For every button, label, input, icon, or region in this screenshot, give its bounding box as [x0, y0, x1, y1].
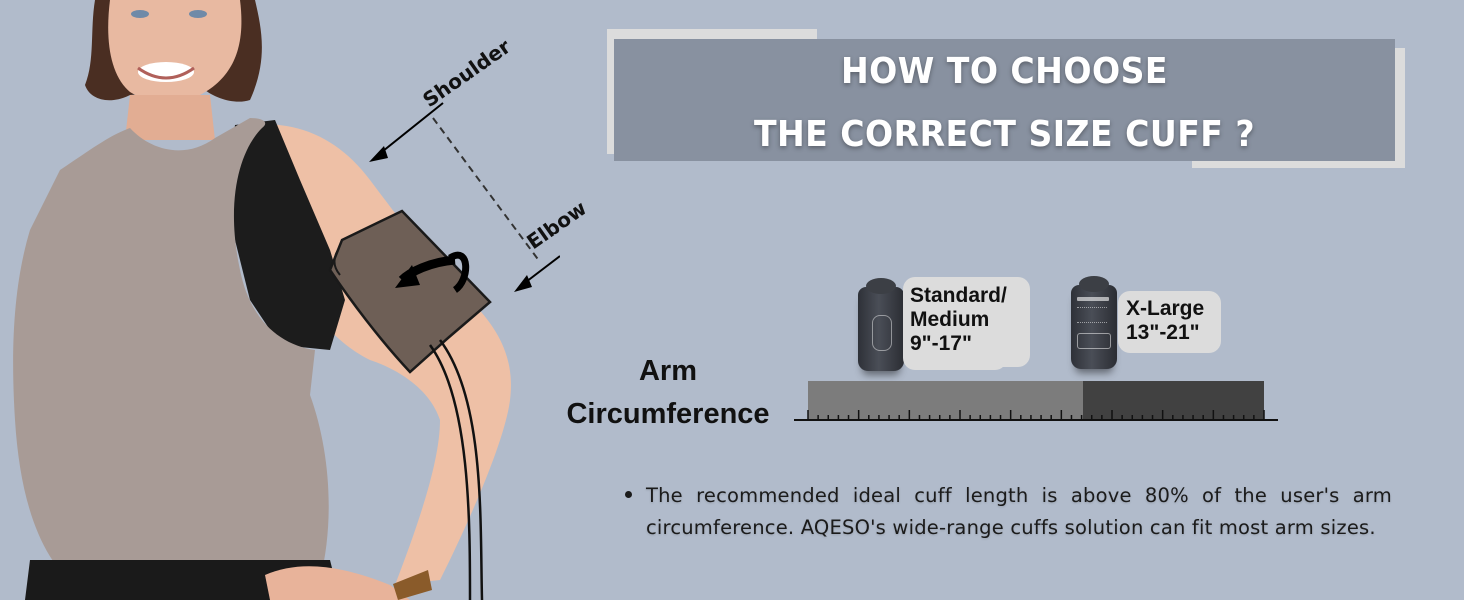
xlarge-range-bar — [1083, 381, 1264, 420]
title-line-2: THE CORRECT SIZE CUFF ? — [753, 114, 1256, 155]
arm-circumference-label: Arm Circumference — [552, 350, 784, 436]
bullet-icon — [625, 491, 632, 498]
size-range: 9"-17" — [910, 332, 972, 355]
woman-wearing-cuff-illustration — [13, 0, 560, 600]
title-line-1: HOW TO CHOOSE — [840, 51, 1169, 92]
title-panel: HOW TO CHOOSE THE CORRECT SIZE CUFF ? — [614, 39, 1395, 161]
size-bubble-xlarge: X-Large 13"-21" — [1118, 291, 1221, 353]
size-range: 13"-21" — [1126, 321, 1200, 344]
standard-cuff-image — [858, 278, 904, 371]
arm-label-line2: Circumference — [566, 398, 770, 430]
standard-range-bar — [808, 381, 1084, 420]
ruler-baseline — [794, 419, 1278, 421]
xlarge-cuff-image — [1071, 276, 1117, 369]
size-name: X-Large — [1126, 297, 1205, 320]
cuff-length-note: The recommended ideal cuff length is abo… — [646, 484, 1392, 539]
size-name: Standard/ — [910, 284, 1007, 307]
size-bubble-standard: Standard/ Medium 9"-17" — [903, 277, 1030, 367]
size-name: Medium — [910, 308, 990, 331]
arm-label-line1: Arm — [638, 355, 697, 387]
